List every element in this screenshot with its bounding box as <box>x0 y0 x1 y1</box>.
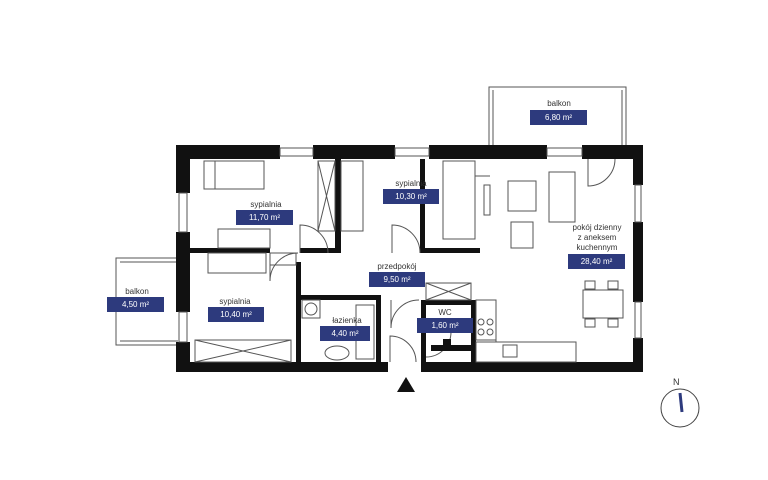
entrance-arrow-icon <box>397 377 415 392</box>
compass-icon <box>660 388 700 428</box>
room-name-balcony-top: balkon <box>547 99 571 108</box>
room-name-bedroom-3: sypialnia <box>219 297 251 306</box>
room-area-balcony-top: 6,80 m² <box>530 110 587 125</box>
room-area-hall: 9,50 m² <box>369 272 425 287</box>
room-area-living: 28,40 m² <box>568 254 625 269</box>
wc-fixtures <box>431 339 471 351</box>
room-name-living-1: pokój dzienny <box>572 223 622 232</box>
room-name-bedroom-1: sypialnia <box>250 200 282 209</box>
room-name-living-2: z aneksem <box>577 233 617 242</box>
furniture <box>194 160 624 363</box>
compass-north-label: N <box>673 377 680 387</box>
room-name-hall: przedpokój <box>377 262 417 271</box>
room-name-balcony-left: balkon <box>125 287 149 296</box>
room-area-wc: 1,60 m² <box>417 318 473 333</box>
room-name-bedroom-2: sypialnia <box>395 179 427 188</box>
room-area-bedroom-1: 11,70 m² <box>236 210 293 225</box>
room-name-bathroom: łazienka <box>332 316 362 325</box>
room-area-bathroom: 4,40 m² <box>320 326 370 341</box>
outer-walls <box>176 145 643 372</box>
room-name-living-3: kuchennym <box>576 243 618 252</box>
room-area-bedroom-2: 10,30 m² <box>383 189 439 204</box>
windows <box>178 147 642 343</box>
room-area-balcony-left: 4,50 m² <box>107 297 164 312</box>
balcony-top-outline <box>488 86 627 147</box>
room-area-bedroom-3: 10,40 m² <box>208 307 264 322</box>
room-name-wc: WC <box>438 308 452 317</box>
